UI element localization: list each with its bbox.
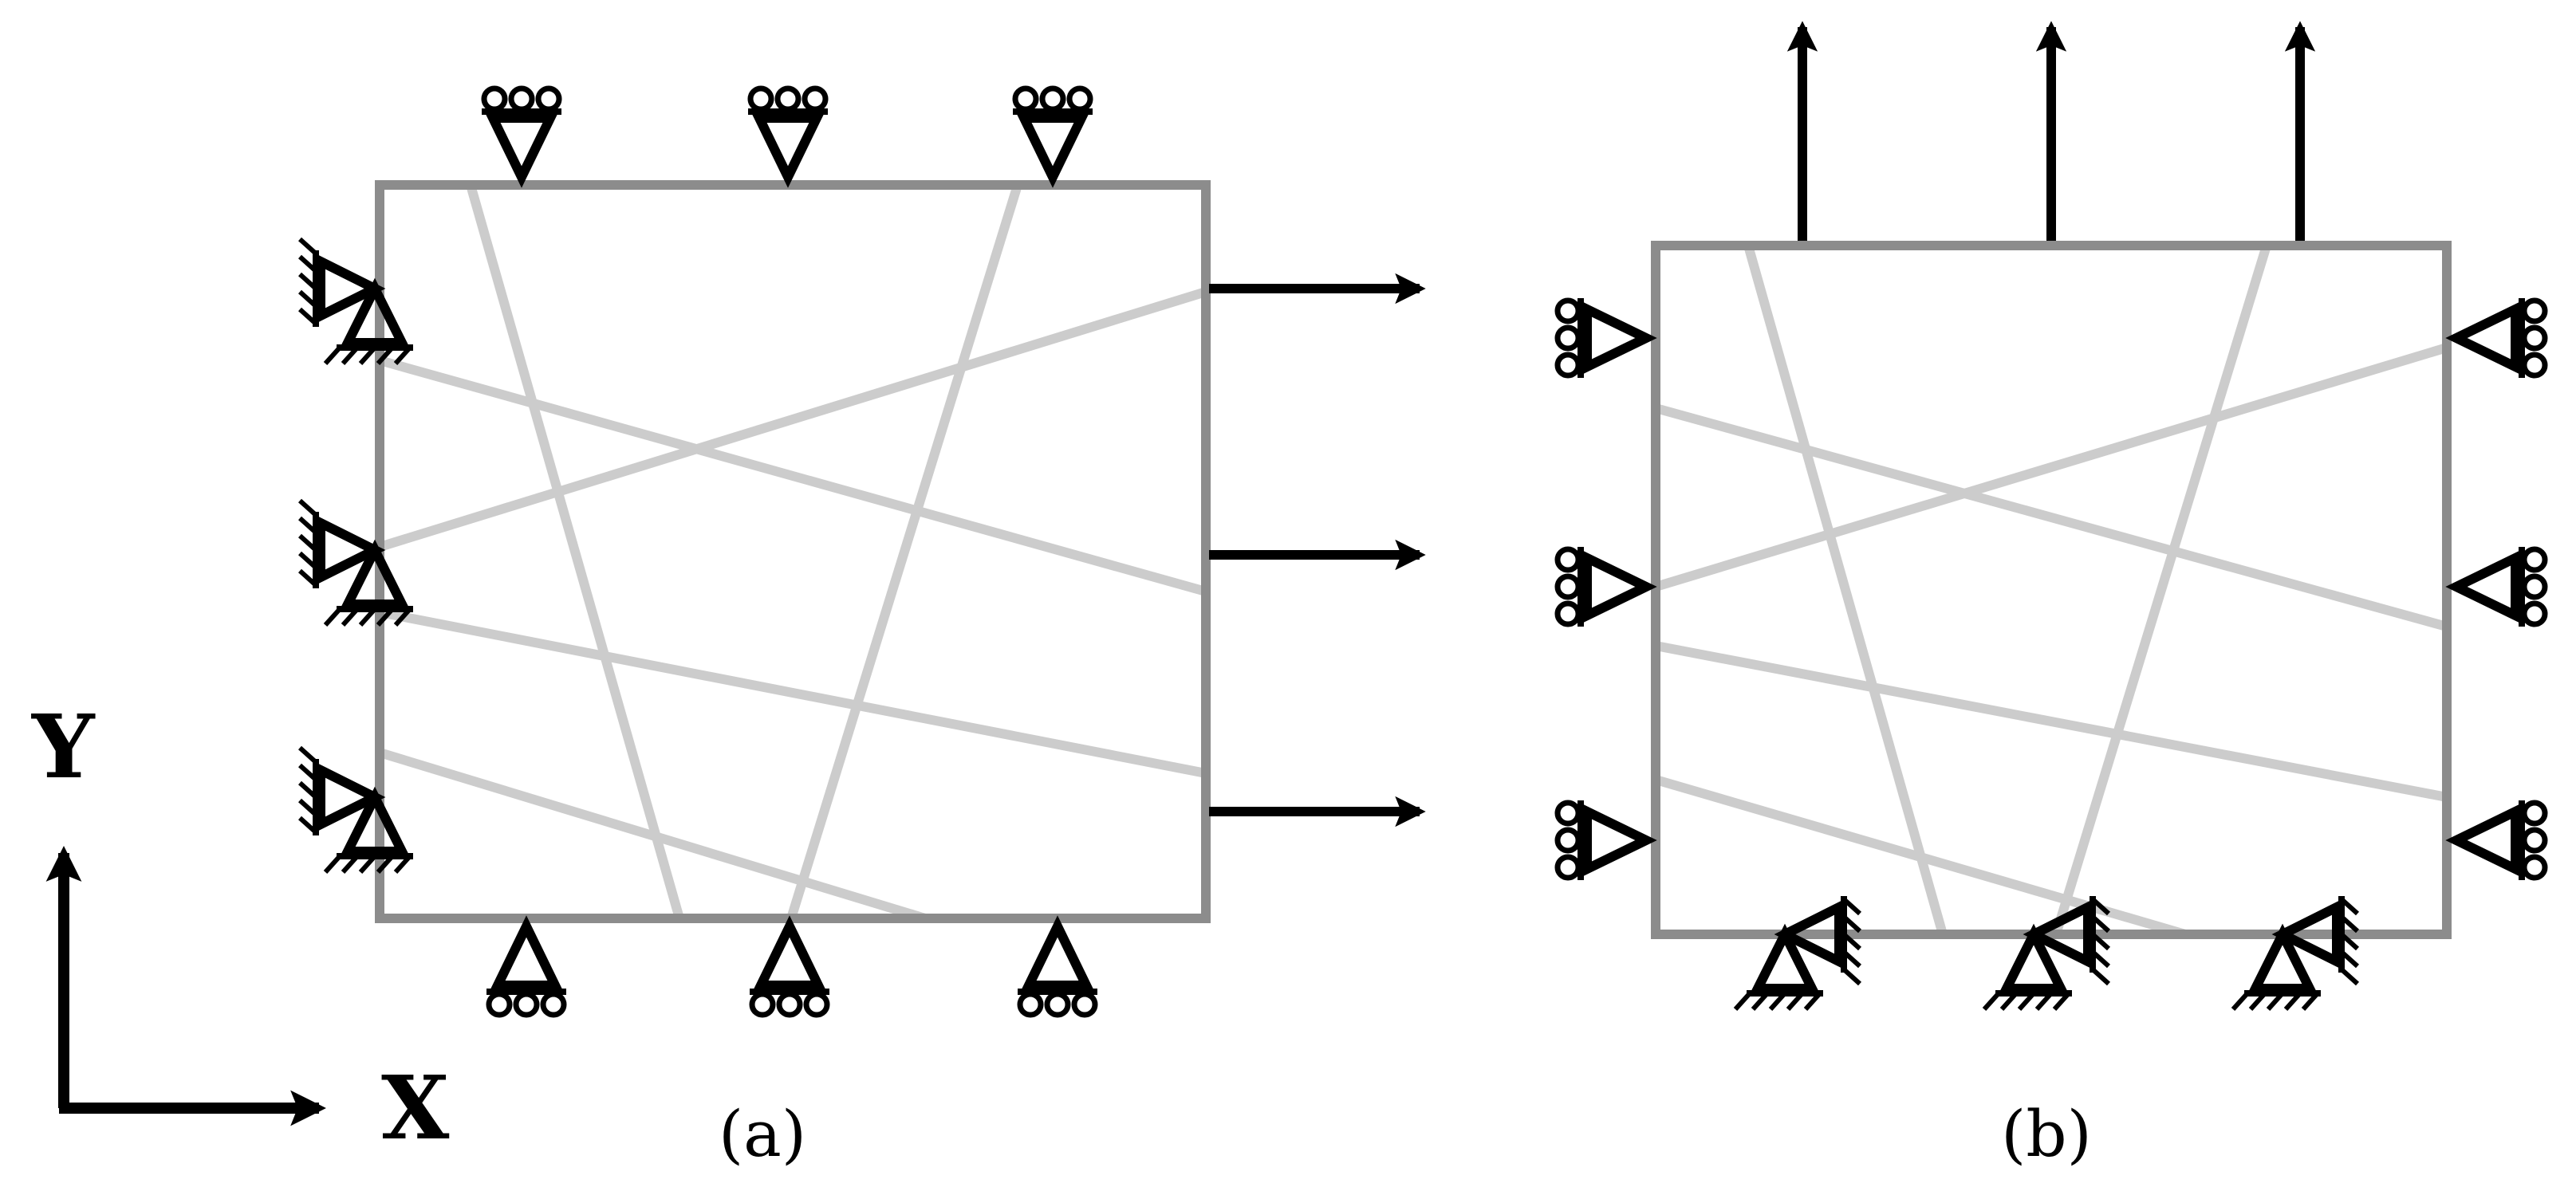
x-axis-label: X bbox=[381, 1056, 450, 1159]
specimen-frame bbox=[1651, 241, 2452, 939]
y-axis-label: Y bbox=[31, 695, 96, 798]
roller-support-icon bbox=[1558, 298, 1646, 378]
roller-support-icon bbox=[482, 88, 561, 177]
fixed-support-icon bbox=[325, 797, 413, 872]
right-roller-supports bbox=[2456, 298, 2545, 880]
roller-support-icon bbox=[1013, 88, 1093, 177]
fiber-line bbox=[2051, 244, 2271, 936]
roller-support-icon bbox=[748, 88, 828, 177]
roller-support-icon bbox=[2456, 298, 2545, 378]
panel-b: (b) bbox=[1558, 21, 2545, 1171]
fiber-line bbox=[1654, 343, 2448, 592]
fixed-support-icon bbox=[1785, 896, 1860, 984]
roller-support-icon bbox=[1018, 926, 1097, 1015]
panel-a-caption: (a) bbox=[719, 1097, 806, 1171]
fiber-line bbox=[1654, 775, 2187, 939]
fiber-line bbox=[378, 287, 1207, 552]
fiber-lines bbox=[378, 183, 1207, 923]
left-roller-supports bbox=[1558, 298, 1646, 880]
left-fixed-supports bbox=[300, 239, 413, 872]
load-arrows-y bbox=[1786, 21, 2316, 241]
fiber-line bbox=[466, 183, 684, 920]
fiber-lines bbox=[1654, 244, 2448, 939]
panel-a: (a) bbox=[300, 88, 1426, 1171]
fixed-support-icon bbox=[2283, 896, 2357, 984]
bottom-roller-supports bbox=[486, 926, 1097, 1015]
fixed-support-icon bbox=[325, 289, 413, 364]
roller-support-icon bbox=[2456, 547, 2545, 627]
fiber-line bbox=[1743, 244, 1948, 936]
bottom-fixed-supports bbox=[1735, 896, 2357, 1009]
fiber-line bbox=[1654, 403, 2448, 631]
fiber-line bbox=[378, 607, 1207, 778]
roller-support-icon bbox=[1558, 800, 1646, 880]
fiber-line bbox=[786, 183, 1022, 920]
fiber-line bbox=[378, 748, 927, 923]
roller-support-icon bbox=[486, 926, 566, 1015]
roller-support-icon bbox=[2456, 800, 2545, 880]
panel-b-caption: (b) bbox=[2001, 1097, 2092, 1171]
fiber-line bbox=[1654, 641, 2448, 802]
load-arrows-x bbox=[1209, 273, 1426, 828]
roller-support-icon bbox=[1558, 547, 1646, 627]
fiber-line bbox=[378, 356, 1207, 596]
coordinate-axes: Y X bbox=[31, 695, 450, 1159]
top-roller-supports bbox=[482, 88, 1093, 177]
roller-support-icon bbox=[750, 926, 829, 1015]
